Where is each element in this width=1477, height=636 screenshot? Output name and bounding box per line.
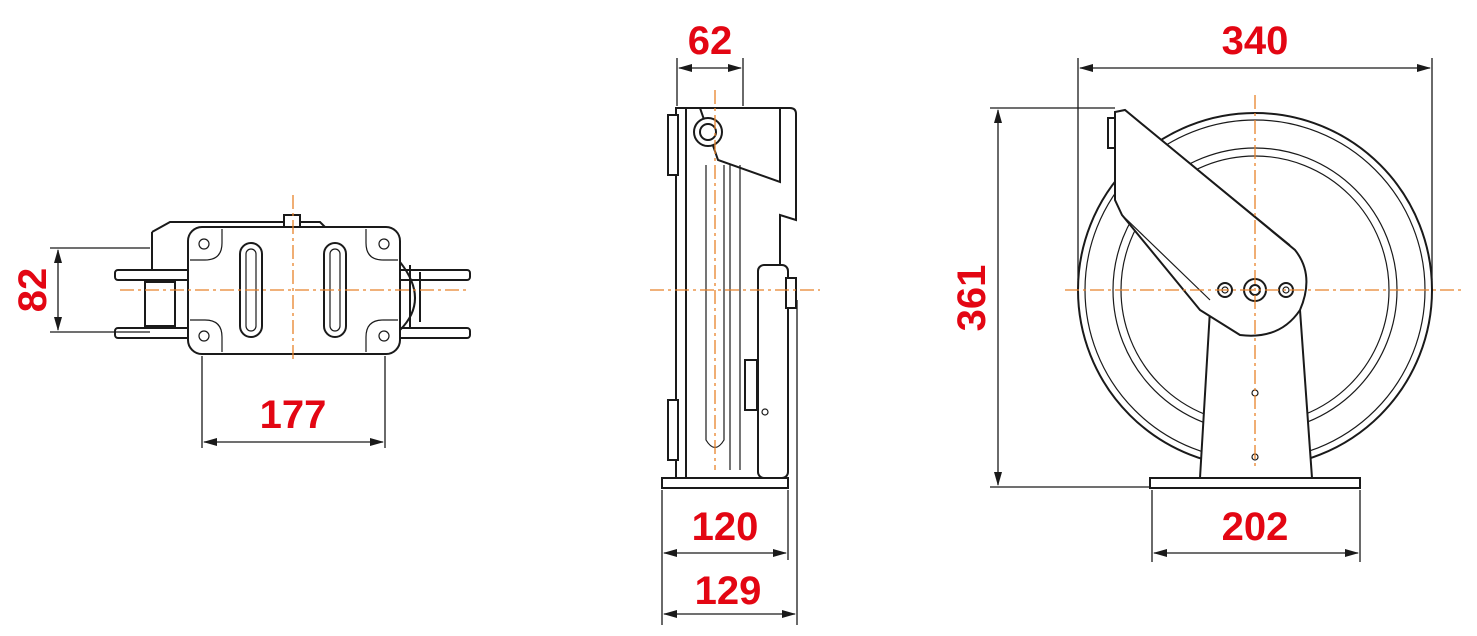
- base: [1149, 477, 1361, 489]
- arm: [1114, 108, 1308, 337]
- dim-340: 340: [1222, 19, 1289, 63]
- front-view: 340 361 202: [950, 19, 1465, 562]
- dim-120: 120: [692, 505, 759, 549]
- mounting-plate: [187, 226, 401, 355]
- side-view: 62 120 129: [650, 19, 820, 625]
- dim-82: 82: [11, 268, 55, 313]
- dim-62: 62: [688, 19, 733, 63]
- dim-361: 361: [950, 265, 994, 332]
- dim-202: 202: [1222, 505, 1289, 549]
- dim-129: 129: [695, 569, 762, 613]
- dim-177: 177: [260, 393, 327, 437]
- top-view: 82 177: [11, 195, 471, 448]
